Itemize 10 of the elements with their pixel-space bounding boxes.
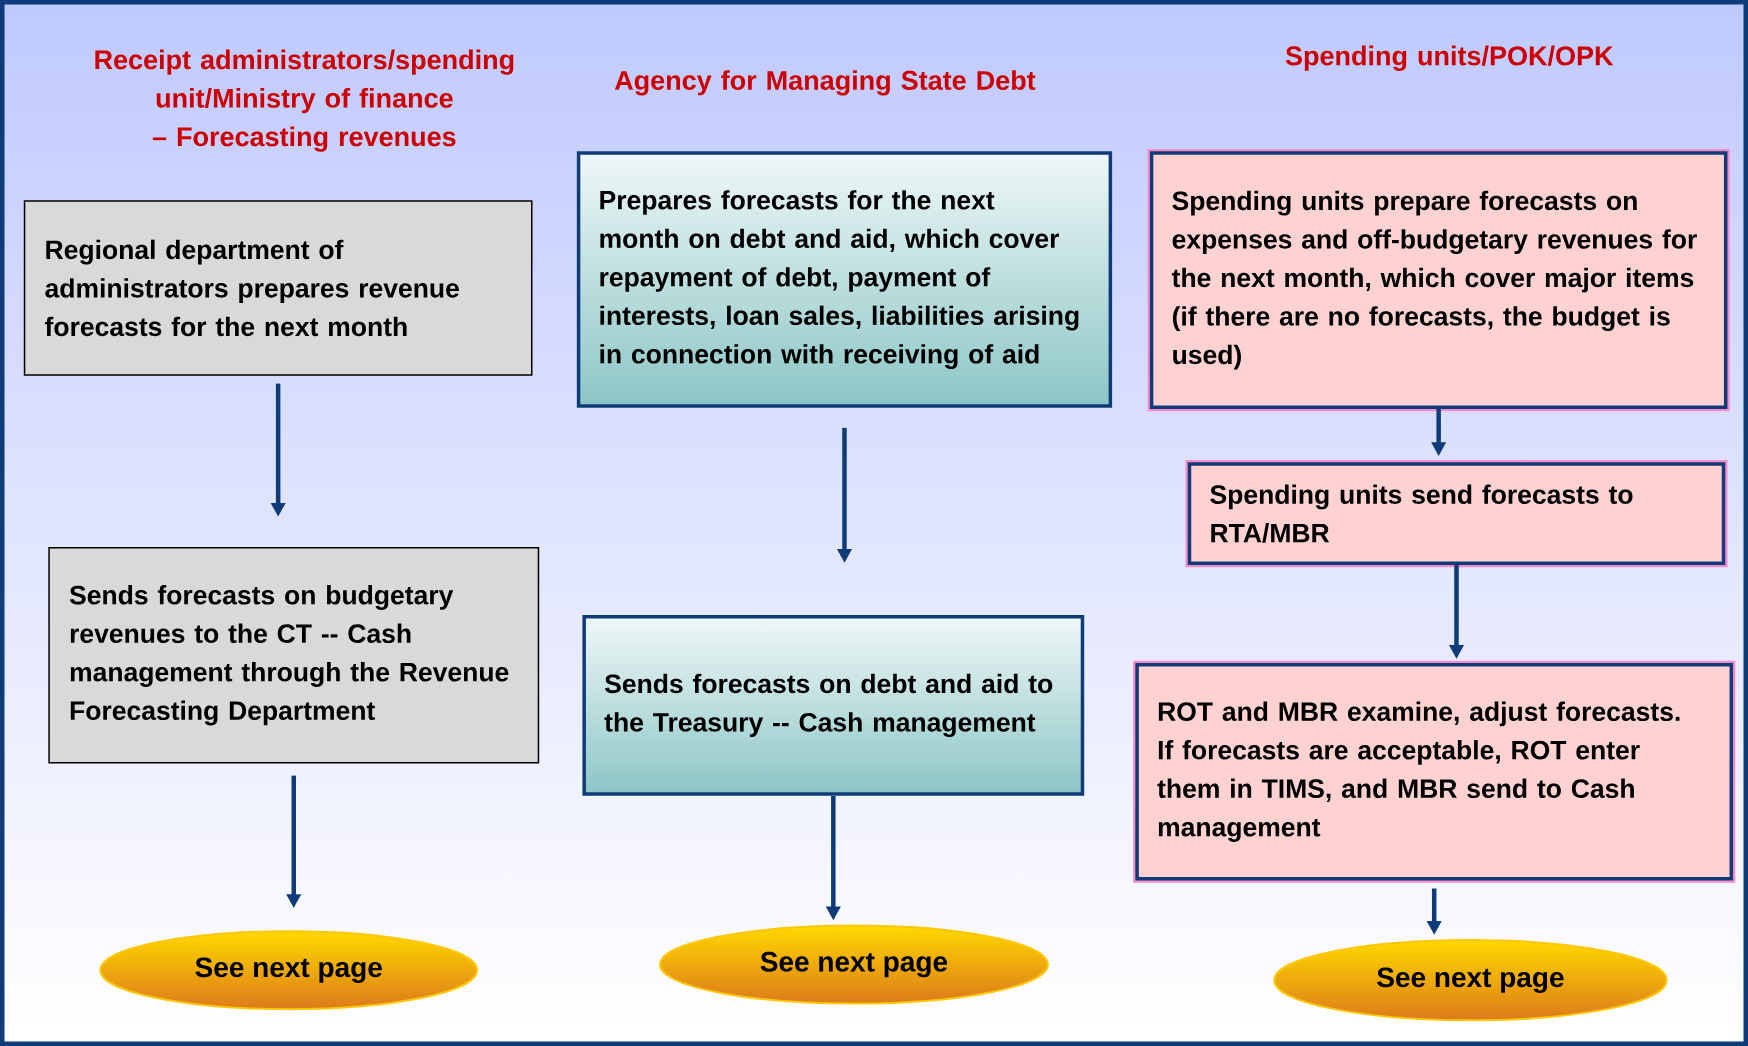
process-box: Sends forecasts on budgetary revenues to the CT -- Cash management through the Revenue Forecasting Department [48,546,540,764]
process-box: ROT and MBR examine, adjust forecasts. If forecasts are acceptable, ROT enter them in TIMS, and MBR send to Cash management [1133,660,1736,883]
process-box: Prepares forecasts for the next month on debt and aid, which cover repayment of debt, payment of interests, loan sales, liabilities arising in connection with receiving of aid [576,151,1113,408]
column-heading: Agency for Managing State Debt [614,70,1036,96]
process-box: Spending units send forecasts to RTA/MBR [1185,460,1728,568]
process-box: Sends forecasts on debt and aid to the Treasury -- Cash management [582,615,1085,796]
process-box: Regional department of administrators prepares revenue forecasts for the next month [23,200,533,376]
column-heading: Receipt administrators/spending unit/Ministry of finance – Forecasting revenues [95,49,514,152]
process-box: Spending units prepare forecasts on expenses and off-budgetary revenues for the next month, which cover major items (if there are no forecasts, the budget is used) [1147,149,1730,412]
column-heading: Spending units/POK/OPK [1285,45,1614,71]
